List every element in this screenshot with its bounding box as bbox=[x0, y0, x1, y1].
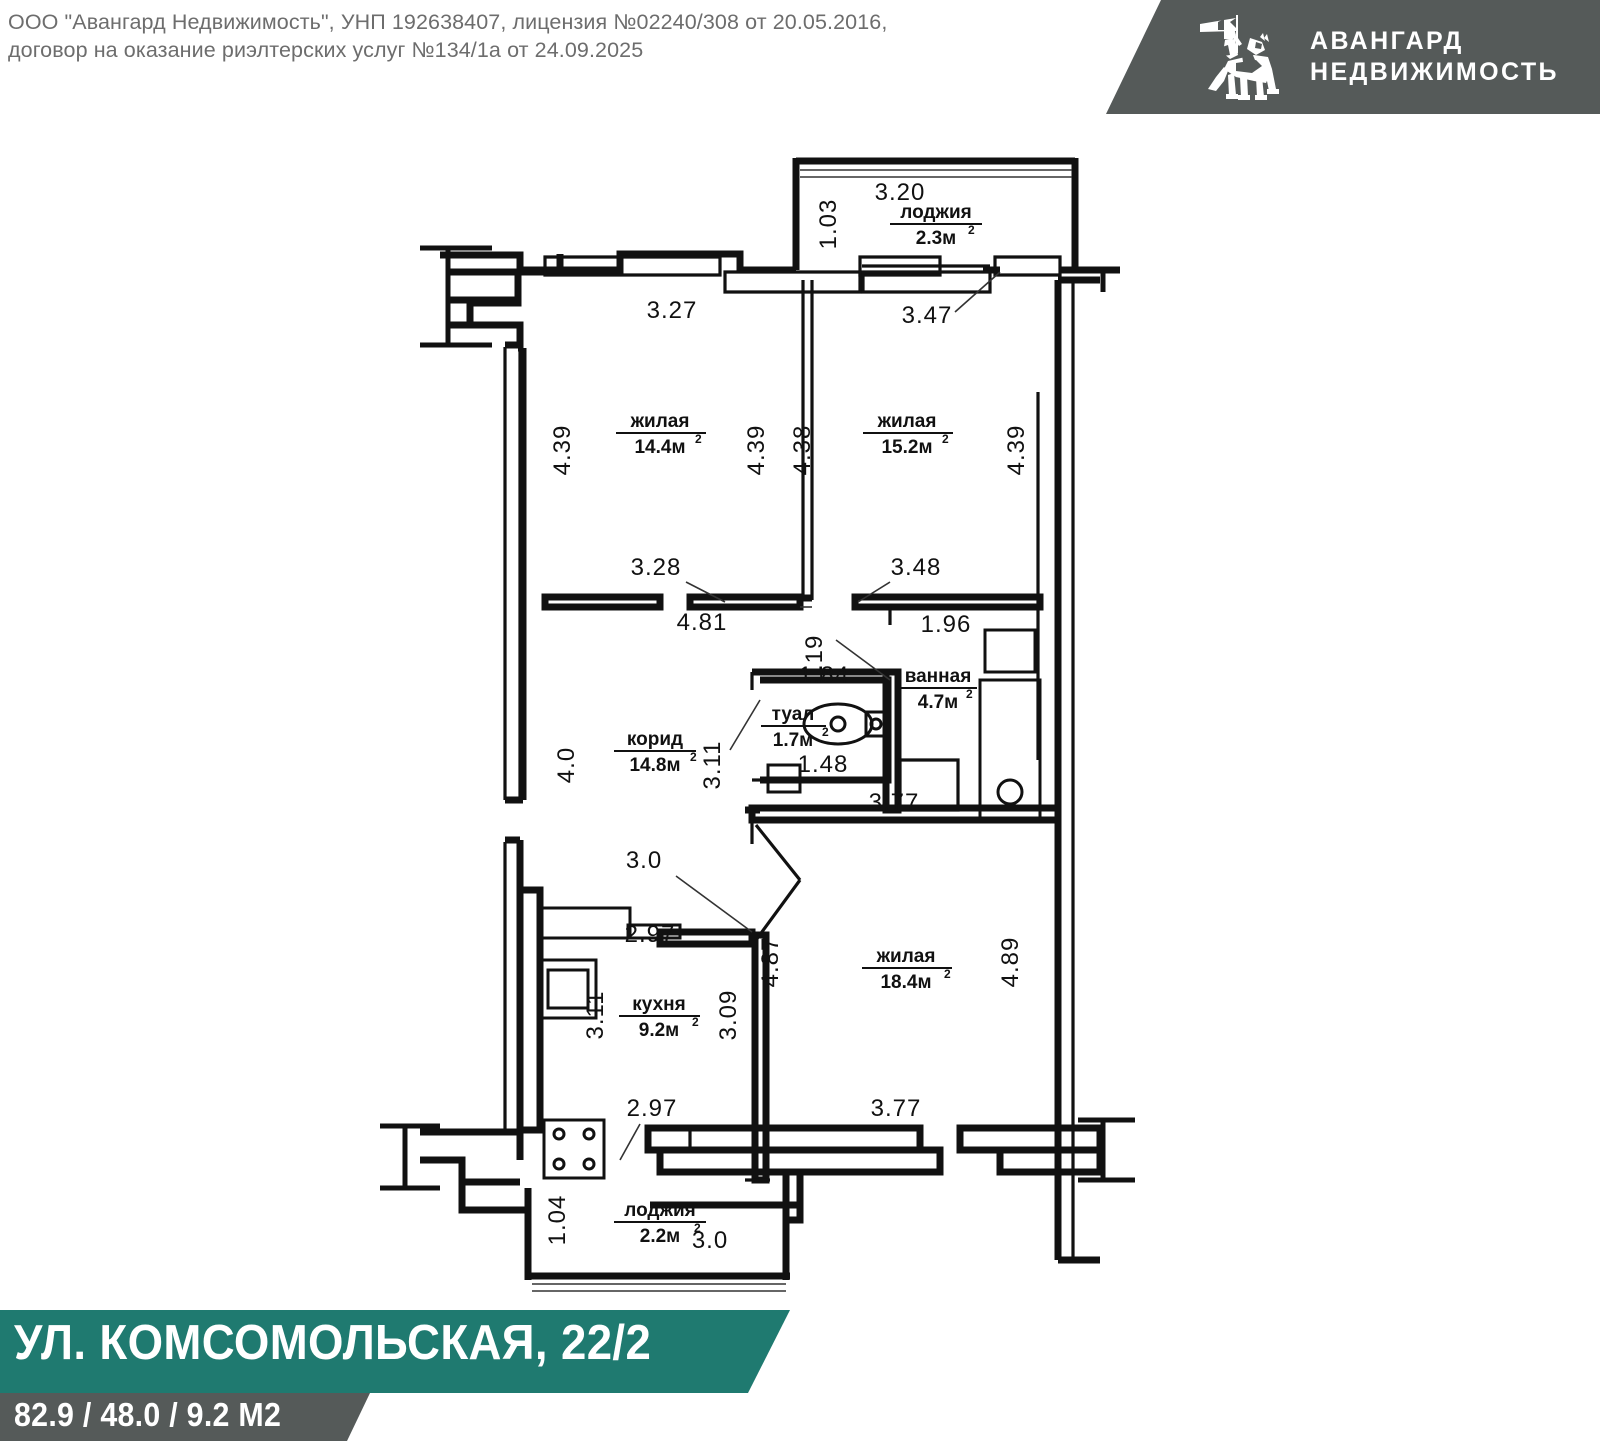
top-window-bands bbox=[543, 255, 1062, 294]
dim-bath-left-height: 1.19 bbox=[801, 635, 828, 686]
room-label-loggia-top-sup: 2 bbox=[968, 223, 975, 237]
dim-kitchen-top2: 2.97 bbox=[625, 921, 676, 948]
room-label-bath-sup: 2 bbox=[966, 687, 973, 701]
dim-corridor-top: 4.81 bbox=[677, 609, 728, 636]
room-label-toilet-area: 1.7м bbox=[773, 730, 813, 751]
logo-text-line2: НЕДВИЖИМОСТЬ bbox=[1310, 58, 1559, 86]
dim-mid-wall-height: 4.39 bbox=[743, 425, 770, 476]
outer-walls bbox=[466, 250, 1120, 1260]
property-address-title: УЛ. КОМСОМОЛЬСКАЯ, 22/2 bbox=[14, 1316, 652, 1370]
property-areas-text: 82.9 / 48.0 / 9.2 М2 bbox=[14, 1396, 282, 1433]
dim-loggia-bottom-height: 1.04 bbox=[544, 1195, 571, 1246]
leader-lines bbox=[619, 271, 1001, 1161]
knight-on-horseback-logo-icon bbox=[1200, 15, 1279, 100]
dim-living-left-height: 4.39 bbox=[549, 425, 576, 476]
living-rooms-partition bbox=[801, 280, 814, 602]
room-label-living-right-name: жилая bbox=[877, 411, 937, 432]
areas-banner bbox=[0, 1393, 370, 1441]
room-label-corridor-name: корид bbox=[627, 729, 683, 750]
dim-living-right-height-left: 4.38 bbox=[789, 425, 816, 476]
dim-living-big-left-height: 4.87 bbox=[757, 937, 784, 988]
dim-living-right-bottom: 3.48 bbox=[891, 554, 942, 581]
room-label-toilet-name: туал bbox=[772, 704, 815, 725]
room-label-corridor-sup: 2 bbox=[690, 750, 697, 764]
dim-kitchen-left-height: 3.11 bbox=[582, 991, 609, 1040]
room-label-bath-area: 4.7м bbox=[918, 692, 958, 713]
room-label-loggia-top-area: 2.3м bbox=[916, 228, 956, 249]
lower-partitions bbox=[520, 824, 802, 1184]
room-label-living-right-area: 15.2м bbox=[881, 437, 932, 458]
dim-bath-bottom: 3.77 bbox=[869, 789, 920, 816]
bath-toilet-block bbox=[745, 628, 1062, 844]
room-label-corridor-area: 14.8м bbox=[629, 755, 680, 776]
dim-kitchen-bottom: 2.97 bbox=[627, 1095, 678, 1122]
dim-loggia-top-height: 1.03 bbox=[815, 199, 842, 250]
dimension-labels: 3.20 1.03 3.27 3.47 4.39 4.39 4.38 4.39 … bbox=[544, 179, 1030, 1254]
company-disclaimer-text: ООО "Авангард Недвижимость", УНП 1926384… bbox=[8, 10, 888, 62]
room-label-living-big-name: жилая bbox=[876, 946, 936, 967]
room-label-loggia-bottom-area: 2.2м bbox=[640, 1226, 680, 1247]
dim-kitchen-right-height: 3.09 bbox=[715, 990, 742, 1041]
dim-bath-top: 1.96 bbox=[921, 611, 972, 638]
room-label-kitchen-sup: 2 bbox=[692, 1015, 699, 1029]
dim-corridor-left-height: 4.0 bbox=[553, 747, 580, 783]
brand-logo-banner: АВАНГАРД НЕДВИЖИМОСТЬ bbox=[1106, 0, 1600, 114]
bottom-window-bands bbox=[644, 270, 1135, 1264]
floor-plan-svg: лоджия 2.3м 2 жилая 14.4м 2 жилая 15.2м … bbox=[380, 157, 1135, 1292]
dim-toilet-bottom: 1.48 bbox=[798, 751, 849, 778]
room-label-living-right-sup: 2 bbox=[942, 432, 949, 446]
room-label-bath-name: ванная bbox=[905, 666, 972, 687]
room-label-kitchen-name: кухня bbox=[632, 994, 685, 1015]
corridor-top-partition bbox=[541, 593, 1044, 625]
room-label-kitchen-area: 9.2м bbox=[639, 1020, 679, 1041]
logo-text-line1: АВАНГАРД bbox=[1310, 27, 1464, 55]
room-labels: лоджия 2.3м 2 жилая 14.4м 2 жилая 15.2м … bbox=[614, 202, 982, 1247]
room-label-living-left-name: жилая bbox=[630, 411, 690, 432]
dim-toilet-width: 1.84 bbox=[799, 662, 850, 689]
dim-loggia-top-width: 3.20 bbox=[875, 179, 926, 206]
dim-living-big-right-height: 4.89 bbox=[997, 937, 1024, 988]
dim-living-left-bottom: 3.28 bbox=[631, 554, 682, 581]
dim-living-big-bottom: 3.77 bbox=[871, 1095, 922, 1122]
address-banner bbox=[0, 1310, 790, 1393]
floor-plan-drawing: лоджия 2.3м 2 жилая 14.4м 2 жилая 15.2м … bbox=[0, 120, 1600, 1310]
dim-living-right-height-right: 4.39 bbox=[1003, 425, 1030, 476]
room-label-living-left-sup: 2 bbox=[695, 432, 702, 446]
dim-corridor-right-height: 3.11 bbox=[699, 741, 726, 790]
room-label-loggia-bottom-sup: 2 bbox=[694, 1221, 701, 1235]
room-label-living-left-area: 14.4м bbox=[634, 437, 685, 458]
dim-kitchen-top: 3.0 bbox=[626, 847, 662, 874]
room-label-loggia-top-name: лоджия bbox=[900, 202, 971, 223]
room-label-living-big-area: 18.4м bbox=[880, 972, 931, 993]
room-label-living-big-sup: 2 bbox=[944, 967, 951, 981]
top-left-step-detail bbox=[420, 245, 564, 348]
dim-living-left-top: 3.27 bbox=[647, 297, 698, 324]
room-label-toilet-sup: 2 bbox=[822, 725, 829, 739]
room-label-loggia-bottom-name: лоджия bbox=[624, 1200, 695, 1221]
dim-loggia-bottom-width: 3.0 bbox=[692, 1227, 728, 1254]
dim-living-right-top: 3.47 bbox=[902, 302, 953, 329]
